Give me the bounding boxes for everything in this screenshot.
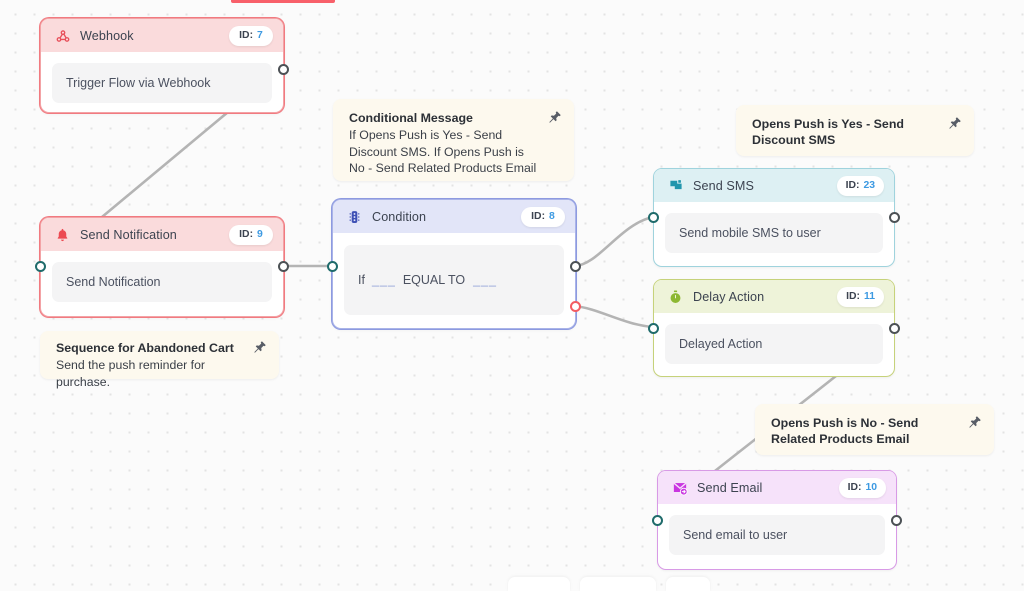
node-send-notification-header: Send Notification ID: 9 bbox=[41, 218, 283, 251]
id-value: 23 bbox=[863, 180, 875, 191]
note-opens-push-no-title: Opens Push is No - Send Related Products… bbox=[771, 416, 919, 447]
node-condition-header: Condition ID: 8 bbox=[333, 200, 575, 233]
node-send-sms-header: Send SMS ID: 23 bbox=[654, 169, 894, 202]
pin-icon[interactable] bbox=[549, 110, 563, 124]
node-send-sms-description[interactable]: Send mobile SMS to user bbox=[665, 213, 883, 253]
handle-condition-input[interactable] bbox=[327, 261, 338, 272]
node-send-email-id-badge: ID: 10 bbox=[838, 477, 886, 498]
condition-blank-right[interactable]: ___ bbox=[473, 273, 497, 287]
node-delay-action-header: Delay Action ID: 11 bbox=[654, 280, 894, 313]
id-label: ID: bbox=[845, 180, 860, 191]
note-conditional-message-text: If Opens Push is Yes - Send Discount SMS… bbox=[349, 128, 537, 176]
node-send-email-title: Send Email bbox=[697, 480, 763, 495]
id-label: ID: bbox=[239, 229, 254, 240]
node-send-notification[interactable]: Send Notification ID: 9 Send Notificatio… bbox=[35, 217, 289, 317]
handle-send-notification-input[interactable] bbox=[35, 261, 46, 272]
node-send-sms-id-badge: ID: 23 bbox=[836, 175, 884, 196]
node-condition-id-badge: ID: 8 bbox=[521, 206, 565, 227]
node-delay-action-description[interactable]: Delayed Action bbox=[665, 324, 883, 364]
viewport-scroll-indicator[interactable] bbox=[231, 0, 335, 3]
pin-icon[interactable] bbox=[969, 415, 983, 429]
condition-operator: EQUAL TO bbox=[402, 273, 466, 287]
node-send-email-body: Send email to user bbox=[658, 504, 896, 567]
webhook-icon bbox=[54, 27, 71, 44]
node-send-sms-title: Send SMS bbox=[693, 178, 755, 193]
id-value: 10 bbox=[865, 482, 877, 493]
note-opens-push-yes[interactable]: Opens Push is Yes - Send Discount SMS bbox=[736, 105, 974, 156]
note-conditional-message-title: Conditional Message bbox=[349, 111, 473, 125]
handle-condition-output-true[interactable] bbox=[570, 261, 581, 272]
handle-send-email-input[interactable] bbox=[652, 515, 663, 526]
node-condition-expression[interactable]: If ___ EQUAL TO ___ bbox=[344, 245, 564, 315]
node-delay-action-id-badge: ID: 11 bbox=[837, 286, 884, 307]
id-value: 7 bbox=[257, 30, 263, 41]
note-opens-push-yes-title: Opens Push is Yes - Send Discount SMS bbox=[752, 117, 904, 148]
stopwatch-icon bbox=[667, 288, 684, 305]
bottom-control-chip-3[interactable] bbox=[666, 577, 710, 591]
id-label: ID: bbox=[239, 30, 254, 41]
note-sequence-abandoned-cart-text: Send the push reminder for purchase. bbox=[56, 358, 206, 389]
node-send-notification-id-badge: ID: 9 bbox=[229, 224, 273, 245]
id-value: 9 bbox=[257, 229, 263, 240]
id-label: ID: bbox=[531, 211, 546, 222]
node-send-sms-body: Send mobile SMS to user bbox=[654, 202, 894, 265]
condition-prefix: If bbox=[358, 273, 365, 287]
node-send-email-header: Send Email ID: 10 bbox=[658, 471, 896, 504]
handle-delay-action-input[interactable] bbox=[648, 323, 659, 334]
node-webhook-header: Webhook ID: 7 bbox=[41, 19, 283, 52]
bottom-control-chip-2[interactable] bbox=[580, 577, 656, 591]
id-value: 8 bbox=[549, 211, 555, 222]
handle-delay-action-output[interactable] bbox=[889, 323, 900, 334]
id-label: ID: bbox=[846, 291, 861, 302]
handle-condition-output-false[interactable] bbox=[570, 301, 581, 312]
node-webhook-body: Trigger Flow via Webhook bbox=[41, 52, 283, 115]
node-delay-action-body: Delayed Action bbox=[654, 313, 894, 376]
node-webhook-description[interactable]: Trigger Flow via Webhook bbox=[52, 63, 272, 103]
note-opens-push-no[interactable]: Opens Push is No - Send Related Products… bbox=[755, 404, 994, 455]
node-send-email[interactable]: Send Email ID: 10 Send email to user bbox=[652, 470, 902, 570]
note-sequence-abandoned-cart-title: Sequence for Abandoned Cart bbox=[56, 341, 234, 355]
node-webhook-title: Webhook bbox=[80, 28, 134, 43]
handle-webhook-output[interactable] bbox=[278, 64, 289, 75]
pin-icon[interactable] bbox=[254, 340, 268, 354]
node-send-notification-title: Send Notification bbox=[80, 227, 177, 242]
note-conditional-message[interactable]: Conditional Message If Opens Push is Yes… bbox=[333, 99, 574, 181]
node-webhook[interactable]: Webhook ID: 7 Trigger Flow via Webhook bbox=[40, 18, 289, 115]
node-condition-body: If ___ EQUAL TO ___ bbox=[333, 233, 575, 327]
traffic-light-icon bbox=[346, 208, 363, 225]
edge-condition-to-send-sms bbox=[573, 215, 654, 268]
bottom-control-chip-1[interactable] bbox=[508, 577, 570, 591]
handle-send-sms-input[interactable] bbox=[648, 212, 659, 223]
node-condition[interactable]: Condition ID: 8 If ___ EQUAL TO ___ bbox=[327, 199, 581, 329]
id-label: ID: bbox=[847, 482, 862, 493]
handle-send-notification-output[interactable] bbox=[278, 261, 289, 272]
note-sequence-abandoned-cart[interactable]: Sequence for Abandoned Cart Send the pus… bbox=[40, 331, 279, 389]
node-delay-action[interactable]: Delay Action ID: 11 Delayed Action bbox=[648, 279, 900, 377]
node-send-email-description[interactable]: Send email to user bbox=[669, 515, 885, 555]
handle-send-email-output[interactable] bbox=[891, 515, 902, 526]
bell-icon bbox=[54, 226, 71, 243]
id-value: 11 bbox=[864, 291, 875, 302]
handle-send-sms-output[interactable] bbox=[889, 212, 900, 223]
node-send-notification-body: Send Notification bbox=[41, 251, 283, 314]
envelope-arrow-icon bbox=[671, 479, 688, 496]
node-delay-action-title: Delay Action bbox=[693, 289, 765, 304]
edge-condition-to-delay-action bbox=[573, 304, 653, 329]
node-condition-title: Condition bbox=[372, 209, 427, 224]
node-send-notification-description[interactable]: Send Notification bbox=[52, 262, 272, 302]
pin-icon[interactable] bbox=[949, 116, 963, 130]
node-send-sms[interactable]: Send SMS ID: 23 Send mobile SMS to user bbox=[648, 168, 900, 267]
chat-flag-icon bbox=[667, 177, 684, 194]
node-webhook-id-badge: ID: 7 bbox=[229, 25, 273, 46]
condition-blank-left[interactable]: ___ bbox=[371, 273, 396, 287]
